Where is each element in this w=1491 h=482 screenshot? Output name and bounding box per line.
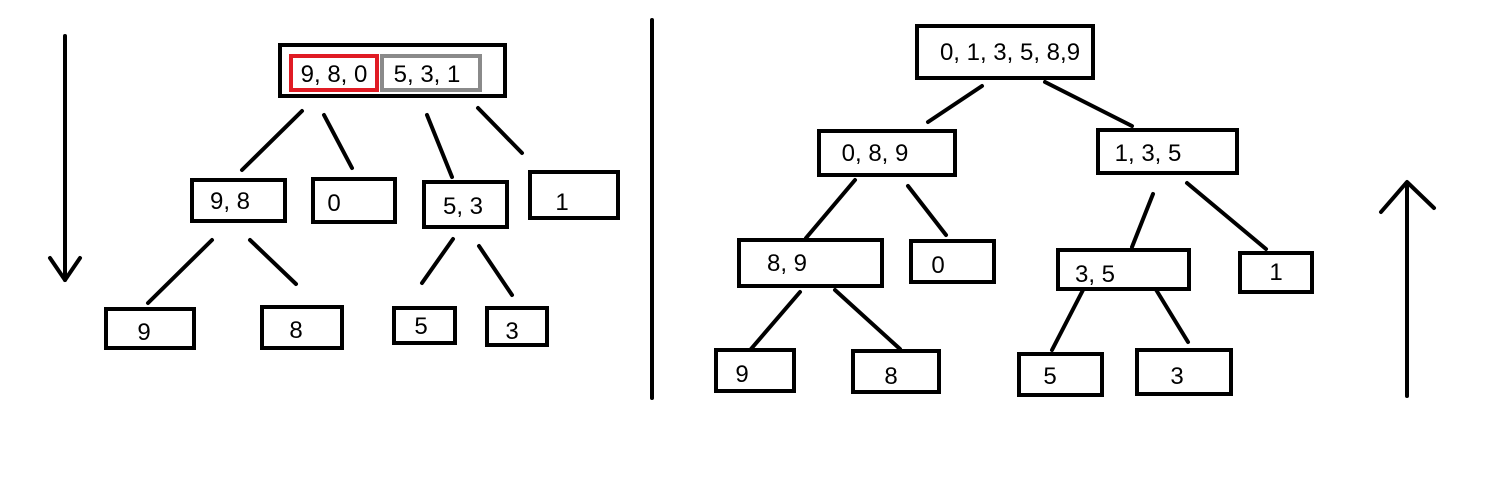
merge-root-node — [915, 24, 1095, 80]
edge — [833, 288, 902, 351]
merge-node — [909, 239, 996, 284]
merge-leaf-label: 3 — [1170, 363, 1183, 390]
edge — [804, 178, 857, 240]
split-leaf-label: 8 — [289, 317, 302, 344]
arrow-down-icon — [48, 34, 82, 282]
split-leaf-node — [104, 307, 196, 350]
merge-node — [737, 238, 884, 288]
arrow-up-icon — [1379, 180, 1436, 398]
merge-leaf-node — [1017, 352, 1104, 397]
merge-node — [1238, 251, 1314, 294]
merge-leaf-node — [714, 348, 796, 393]
split-leaf-node — [260, 305, 344, 350]
merge-leaf-label: 9 — [735, 361, 748, 388]
edge — [1043, 80, 1134, 128]
merge-leaf-label: 8 — [884, 363, 897, 390]
merge-root-label: 0, 1, 3, 5, 8,9 — [940, 39, 1080, 66]
edge — [420, 237, 455, 285]
merge-node-label: 0, 8, 9 — [842, 140, 909, 167]
root-left-half-label: 9, 8, 0 — [301, 61, 368, 88]
merge-leaf-node — [851, 349, 941, 394]
split-tree: 9, 8, 0 5, 3, 1 9, 8 0 5, 3 1 9 8 5 3 — [104, 43, 620, 350]
merge-node-label: 1, 3, 5 — [1115, 140, 1182, 167]
edge — [248, 238, 298, 286]
edge — [1153, 286, 1190, 344]
edge — [749, 290, 802, 351]
merge-node-label: 8, 9 — [767, 250, 807, 277]
edge — [1050, 288, 1085, 352]
merge-node — [817, 129, 957, 177]
split-leaf-label: 5 — [414, 313, 427, 340]
split-leaf-label: 9 — [137, 319, 150, 346]
merge-node-label: 1 — [1269, 259, 1282, 286]
split-node-label: 1 — [555, 189, 568, 216]
split-leaf-node — [485, 306, 549, 347]
split-root-node — [278, 43, 507, 98]
split-node — [190, 178, 287, 223]
edge — [476, 106, 524, 155]
edge — [906, 184, 948, 237]
merge-leaf-node — [1135, 348, 1233, 396]
merge-node-label: 0 — [931, 252, 944, 279]
root-right-half-label: 5, 3, 1 — [394, 61, 461, 88]
edge — [1185, 181, 1268, 251]
edge — [926, 84, 984, 124]
merge-node — [1056, 248, 1191, 291]
edge — [322, 113, 354, 170]
root-left-half-highlight — [289, 54, 379, 92]
split-node — [528, 170, 620, 220]
split-node — [311, 177, 397, 224]
split-node-label: 9, 8 — [210, 188, 250, 215]
split-leaf-label: 3 — [505, 318, 518, 345]
edge — [477, 244, 514, 297]
merge-leaf-label: 5 — [1043, 363, 1056, 390]
edge — [425, 113, 454, 179]
split-node — [422, 180, 509, 229]
merge-node — [1096, 128, 1239, 175]
merge-node-label: 3, 5 — [1075, 261, 1115, 288]
split-node-label: 0 — [327, 190, 340, 217]
edge — [240, 109, 304, 172]
split-node-label: 5, 3 — [443, 193, 483, 220]
edge — [146, 238, 214, 305]
merge-tree: 0, 1, 3, 5, 8,9 0, 8, 9 1, 3, 5 8, 9 0 3… — [714, 24, 1314, 397]
edge — [1130, 192, 1155, 249]
root-right-half-highlight — [380, 54, 482, 92]
split-leaf-node — [392, 306, 457, 345]
